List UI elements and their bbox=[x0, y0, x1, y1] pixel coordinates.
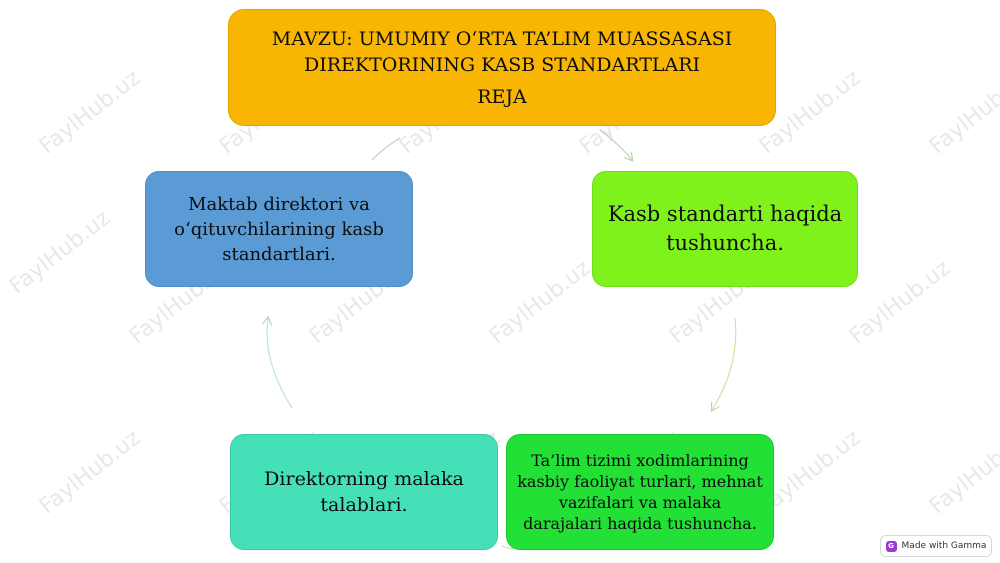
node-teacher-standards: Maktab direktori va o‘qituvchilarining k… bbox=[145, 171, 413, 287]
title-line-1: MAVZU: UMUMIY O‘RTA TA’LIM MUASSASASI bbox=[271, 27, 733, 50]
node-standard-concept: Kasb standarti haqida tushuncha. bbox=[592, 171, 858, 287]
plan-label: REJA bbox=[477, 85, 527, 108]
title-line-2: DIREKTORINING KASB STANDARTLARI bbox=[303, 53, 701, 76]
arrow-top-left-to-title bbox=[371, 137, 401, 161]
arrow-top-right-to-bottom-right bbox=[712, 317, 737, 410]
gamma-logo-icon: G bbox=[885, 540, 897, 552]
node-qualification-requirements: Direktorning malaka talablari. bbox=[230, 434, 498, 550]
title-box: MAVZU: UMUMIY O‘RTA TA’LIM MUASSASASI DI… bbox=[228, 9, 776, 126]
made-with-gamma-badge[interactable]: G Made with Gamma bbox=[880, 535, 992, 557]
arrow-title-to-top-right bbox=[599, 129, 632, 160]
badge-label: Made with Gamma bbox=[901, 541, 987, 551]
arrow-bottom-left-to-top-left bbox=[267, 318, 293, 409]
node-activity-types: Ta’lim tizimi xodimlarining kasbiy faoli… bbox=[506, 434, 774, 550]
